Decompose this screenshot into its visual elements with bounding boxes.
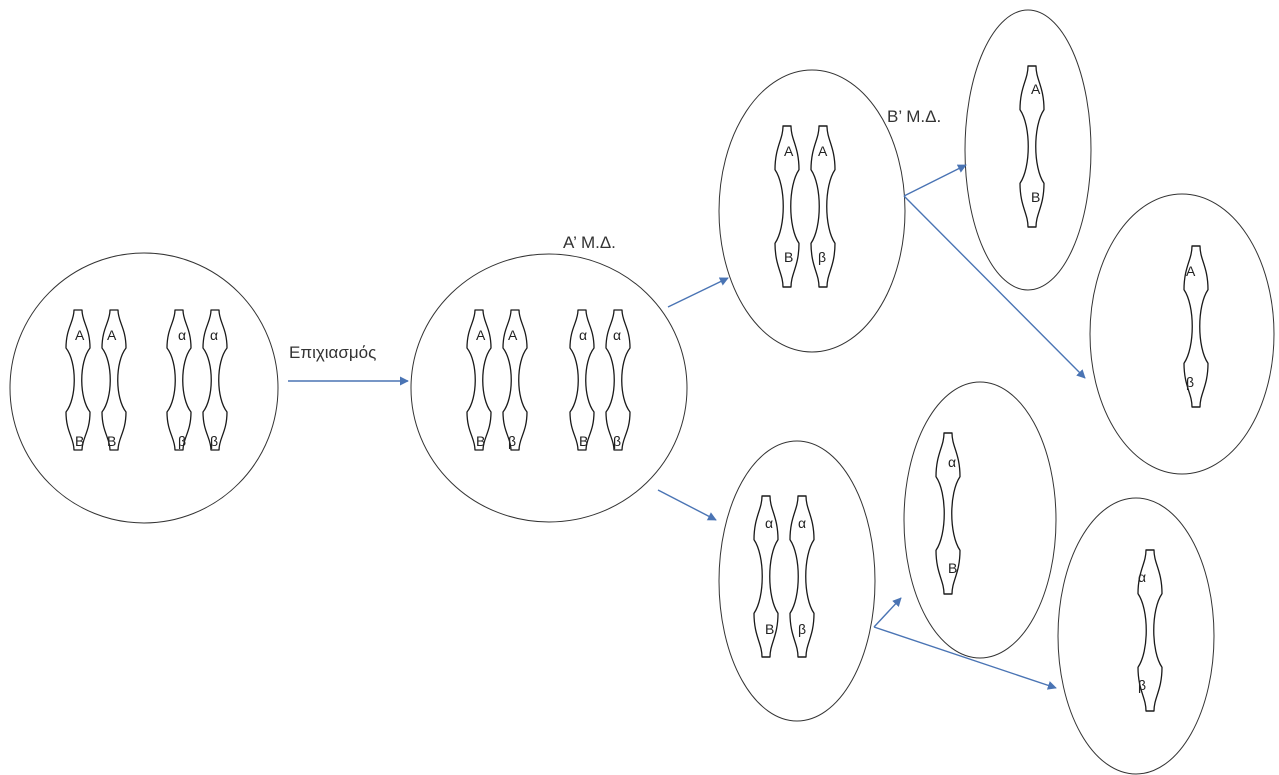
gamete-4-bottom-label: β	[1138, 677, 1146, 693]
gamete-4-top-label: α	[1138, 569, 1146, 585]
cell-gamete-3	[903, 381, 1057, 659]
svg-text:A: A	[476, 327, 486, 343]
svg-text:B: B	[765, 621, 774, 637]
arrow-meiosis1-top	[667, 277, 729, 308]
svg-text:B: B	[75, 433, 84, 449]
svg-text:B: B	[476, 433, 485, 449]
svg-text:A: A	[784, 143, 794, 159]
chromatid-gamete-1: A B	[1019, 65, 1045, 228]
arrow-gamete-4	[873, 626, 1057, 690]
gamete-2-top-label: A	[1186, 263, 1196, 279]
cell-meiosis1-top	[718, 69, 906, 353]
svg-text:β: β	[178, 433, 186, 449]
cell-after-crossing-over	[410, 253, 688, 523]
svg-text:B: B	[579, 433, 588, 449]
svg-text:α: α	[579, 327, 587, 343]
label-meiosis-1: Α’ Μ.Δ.	[563, 233, 616, 252]
svg-text:B: B	[107, 433, 116, 449]
svg-text:α: α	[948, 454, 956, 470]
label-meiosis-2: Β’ Μ.Δ.	[887, 107, 941, 126]
svg-text:β: β	[613, 433, 621, 449]
svg-text:A: A	[508, 327, 518, 343]
chromosome-pair-2-crossed: α B α β	[569, 309, 631, 451]
svg-text:α: α	[613, 327, 621, 343]
svg-text:β: β	[798, 621, 806, 637]
chromosome-pair-meiosis1-top: A B A β	[774, 125, 836, 288]
label-crossing-over: Επιχιασμός	[289, 343, 376, 362]
svg-text:α: α	[798, 515, 806, 531]
arrow-gamete-2	[903, 195, 1086, 379]
svg-text:B: B	[784, 249, 793, 265]
cell-gamete-2	[1089, 193, 1275, 475]
svg-text:A: A	[75, 327, 85, 343]
chromosome-pair-1-crossed: A B A β	[466, 309, 528, 451]
svg-text:B: B	[1031, 189, 1040, 205]
svg-text:α: α	[765, 515, 773, 531]
svg-text:A: A	[1031, 81, 1041, 97]
svg-text:α: α	[178, 327, 186, 343]
arrow-meiosis1-bottom	[657, 489, 717, 521]
svg-text:β: β	[818, 249, 826, 265]
svg-text:β: β	[508, 433, 516, 449]
cell-meiosis1-bottom	[718, 440, 876, 722]
chromosome-pair-1-initial: A B A B	[65, 309, 127, 451]
svg-text:A: A	[818, 143, 828, 159]
svg-text:α: α	[210, 327, 218, 343]
chromosome-pair-meiosis1-bottom: α B α β	[753, 495, 815, 658]
chromosome-pair-2-initial: α β α β	[166, 309, 228, 451]
cell-initial	[9, 252, 279, 524]
arrow-gamete-1	[903, 164, 967, 197]
chromatid-gamete-3: α B	[935, 432, 961, 595]
svg-text:β: β	[210, 433, 218, 449]
arrow-gamete-3	[873, 597, 902, 628]
cell-gamete-4	[1057, 497, 1215, 775]
gamete-2-bottom-label: β	[1186, 374, 1194, 390]
svg-text:B: B	[948, 560, 957, 576]
svg-text:A: A	[107, 327, 117, 343]
